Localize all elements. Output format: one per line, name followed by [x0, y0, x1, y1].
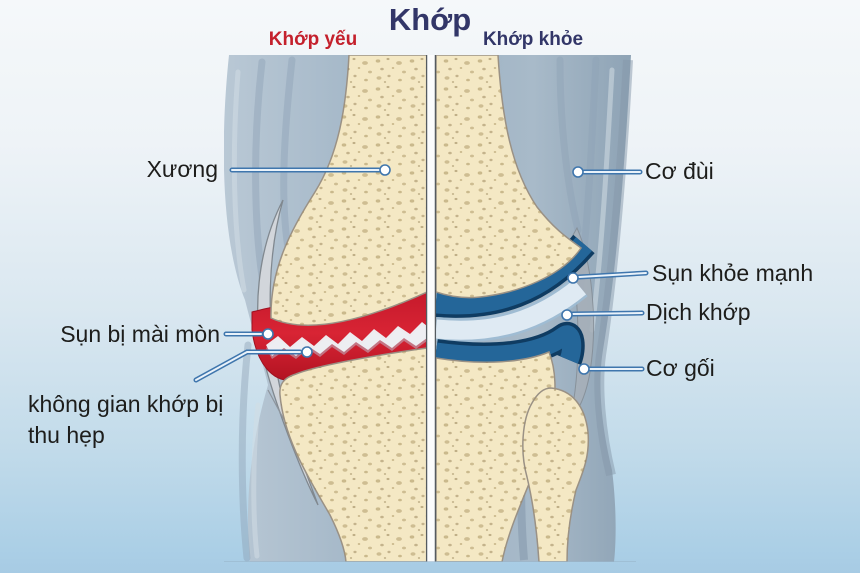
leader-line-joint-fluid — [561, 309, 645, 321]
muscle-fold-line — [556, 56, 582, 234]
label-knee-muscle: Cơ gối — [646, 355, 715, 381]
muscle-highlight-line — [589, 67, 615, 333]
page-title: Khớp — [388, 2, 472, 37]
weak-joint-half — [224, 55, 427, 562]
muscle-fold-line — [238, 341, 252, 562]
label-narrowed-joint-space: không gian khớp bị thu hẹp — [28, 391, 224, 448]
label-healthy-cartilage: Sụn khỏe mạnh — [652, 260, 814, 286]
leader-line-narrowed-joint-space — [193, 346, 313, 383]
label-worn-cartilage: Sụn bị mài mòn — [60, 321, 220, 347]
leader-line-worn-cartilage — [223, 328, 274, 340]
label-bone: Xương — [146, 156, 218, 182]
label-thigh-muscle: Cơ đùi — [645, 158, 714, 184]
muscle-highlight-line — [251, 402, 261, 559]
half-divider — [425, 55, 437, 562]
muscle-edge-shadow-right — [594, 59, 633, 477]
joint-fluid-band — [436, 279, 587, 340]
healthy-cartilage-lower-band — [436, 325, 582, 365]
healthy-joint-half — [436, 55, 633, 562]
leader-line-bone — [229, 164, 391, 176]
leader-line-healthy-cartilage — [567, 270, 649, 284]
condition-label-healthy: Khớp khỏe — [482, 29, 584, 50]
muscle-highlight-line — [231, 69, 247, 293]
leader-line-knee-muscle — [578, 363, 645, 375]
label-joint-fluid: Dịch khớp — [646, 299, 751, 325]
leader-line-thigh-muscle — [572, 166, 643, 178]
narrowed-joint-space-jagged-band — [266, 322, 427, 356]
condition-label-weak: Khớp yếu — [268, 29, 358, 50]
